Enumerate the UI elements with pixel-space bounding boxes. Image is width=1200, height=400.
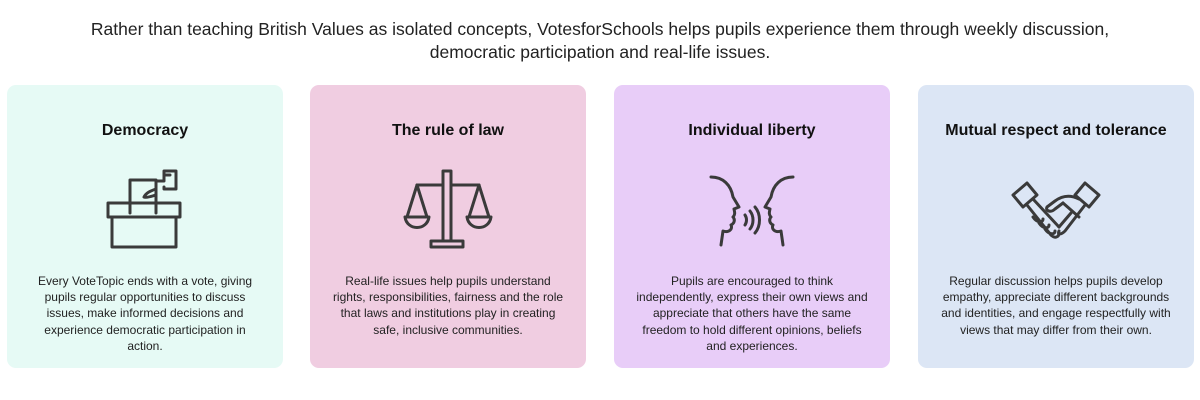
intro-text: Rather than teaching British Values as i… <box>90 19 1110 62</box>
scales-of-justice-icon <box>403 165 493 255</box>
card-description: Every VoteTopic ends with a vote, giving… <box>37 274 253 353</box>
card-title: The rule of law <box>391 122 504 139</box>
card-democracy: Democracy Every VoteTopic ends with a vo… <box>7 85 283 368</box>
card-rule-of-law: The rule of law Real-life issues help pu… <box>310 85 586 368</box>
card-individual-liberty: Individual liberty Pupils are encouraged… <box>614 85 890 368</box>
card-title: Mutual respect and tolerance <box>945 122 1167 139</box>
card-title: Individual liberty <box>688 122 816 139</box>
speaking-faces-icon <box>707 165 797 255</box>
ballot-box-icon <box>100 165 190 255</box>
handshake-icon <box>1011 165 1101 255</box>
card-description: Real-life issues help pupils understand … <box>332 274 564 337</box>
card-description: Pupils are encouraged to think independe… <box>636 274 868 353</box>
card-mutual-respect: Mutual respect and tolerance Regular dis… <box>918 85 1194 368</box>
card-description: Regular discussion helps pupils develop … <box>941 274 1171 337</box>
card-title: Democracy <box>101 122 189 139</box>
